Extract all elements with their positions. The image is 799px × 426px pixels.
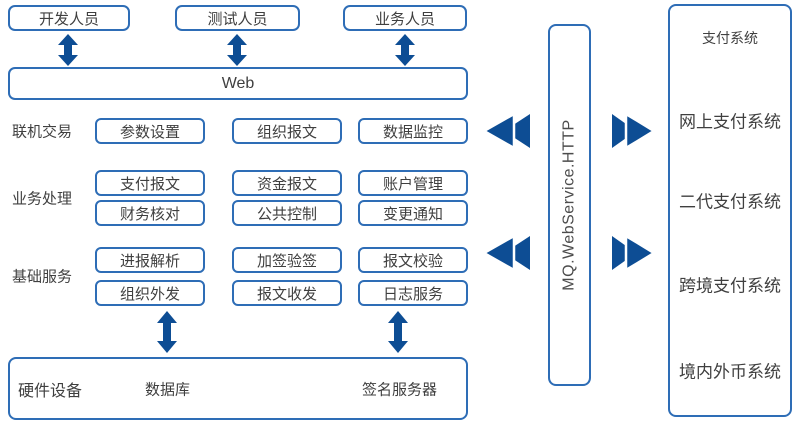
module-label: 资金报文 [256,175,317,193]
section-label-basic-services: 基础服务 [12,268,73,286]
up-down-arrow-icon [57,34,79,66]
web-box: Web [8,67,468,100]
module-box: 账户管理 [358,170,468,196]
middleware-label: MQ.WebService.HTTP [560,119,578,291]
module-box: 公共控制 [232,200,342,226]
module-box: 加签验签 [232,247,342,273]
module-box: 组织报文 [232,118,342,144]
module-label: 参数设置 [119,123,180,141]
up-down-arrow-icon [394,34,416,66]
fast-forward-arrow-icon [610,236,656,270]
module-box: 数据监控 [358,118,468,144]
module-label: 报文校验 [382,252,443,270]
module-box: 组织外发 [95,280,205,306]
payment-system-item: 跨境支付系统 [679,276,781,296]
up-down-arrow-icon [387,311,409,353]
module-label: 进报解析 [119,252,180,270]
fast-backward-arrow-icon [482,114,532,148]
panel-title: 支付系统 [702,30,758,46]
user-box-label: 开发人员 [38,10,99,28]
payment-system-item: 二代支付系统 [679,192,781,212]
payment-systems-panel: 支付系统 网上支付系统 二代支付系统 跨境支付系统 境内外币系统 [668,4,792,417]
module-label: 日志服务 [382,285,443,303]
module-box: 日志服务 [358,280,468,306]
hardware-item-signature-server: 签名服务器 [362,381,438,398]
module-label: 变更通知 [382,205,443,223]
module-box: 支付报文 [95,170,205,196]
module-box: 变更通知 [358,200,468,226]
module-label: 加签验签 [256,252,317,270]
section-label-online-transaction: 联机交易 [12,123,73,141]
user-box-label: 业务人员 [374,10,435,28]
module-label: 财务核对 [119,205,180,223]
web-label: Web [221,74,255,92]
up-down-arrow-icon [226,34,248,66]
hardware-item-database: 数据库 [145,381,191,398]
middleware-bus: MQ.WebService.HTTP [548,24,591,386]
module-label: 支付报文 [119,175,180,193]
payment-system-item: 境内外币系统 [679,362,781,382]
module-box: 参数设置 [95,118,205,144]
section-label-business-processing: 业务处理 [12,190,73,208]
module-label: 组织报文 [256,123,317,141]
user-box-developers: 开发人员 [8,5,130,31]
fast-backward-arrow-icon [482,236,532,270]
module-label: 组织外发 [119,285,180,303]
module-box: 报文校验 [358,247,468,273]
module-box: 资金报文 [232,170,342,196]
user-box-label: 测试人员 [207,10,268,28]
module-box: 报文收发 [232,280,342,306]
user-box-business: 业务人员 [343,5,467,31]
up-down-arrow-icon [156,311,178,353]
user-box-testers: 测试人员 [175,5,300,31]
module-label: 账户管理 [382,175,443,193]
module-label: 报文收发 [256,285,317,303]
hardware-box: 硬件设备 数据库 签名服务器 [8,357,468,420]
fast-forward-arrow-icon [610,114,656,148]
module-label: 数据监控 [382,123,443,141]
hardware-label: 硬件设备 [18,382,83,400]
payment-system-item: 网上支付系统 [679,112,781,132]
module-box: 进报解析 [95,247,205,273]
module-box: 财务核对 [95,200,205,226]
module-label: 公共控制 [256,205,317,223]
